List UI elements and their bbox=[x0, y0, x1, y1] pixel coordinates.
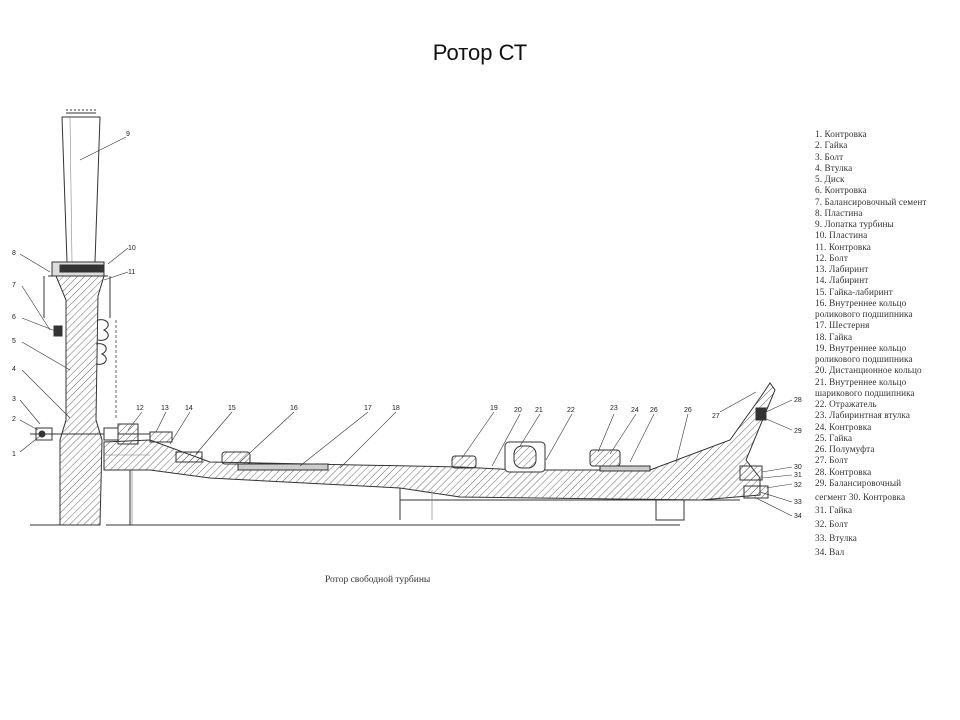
legend-item: 1. Контровка bbox=[815, 129, 867, 139]
legend-item: 20. Дистанционное кольцо bbox=[815, 365, 922, 376]
legend-item: 3. Болт bbox=[815, 151, 844, 162]
callout-label: 2 bbox=[12, 416, 16, 423]
callout-label: 13 bbox=[161, 405, 169, 412]
callout-label: 21 bbox=[535, 407, 543, 414]
legend-item: 32. Болт bbox=[815, 519, 848, 529]
legend-item: сегмент 30. Контровка bbox=[815, 491, 906, 502]
legend-item: 21. Внутреннее кольцо bbox=[815, 376, 907, 387]
disc-bolt-assembly bbox=[30, 423, 150, 445]
legend-item: 23. Лабиринтная втулка bbox=[815, 410, 911, 421]
legend-item: 4. Втулка bbox=[815, 162, 853, 173]
callout-label: 11 bbox=[128, 269, 135, 276]
coupling-flange bbox=[739, 407, 769, 499]
legend-item: 7. Балансировочный семент bbox=[815, 196, 927, 207]
legend-item: 34. Вал bbox=[815, 546, 845, 557]
page-title: Ротор СТ bbox=[432, 40, 528, 65]
callout-label: 31 bbox=[794, 472, 802, 479]
callout-label: 22 bbox=[567, 407, 575, 414]
legend-item: шарикового подшипника bbox=[815, 387, 915, 398]
callout-label: 8 bbox=[12, 250, 16, 257]
callout-label: 29 bbox=[794, 428, 802, 435]
callout-label: 32 bbox=[794, 482, 802, 489]
callout-label: 19 bbox=[490, 405, 498, 412]
legend-item: 16. Внутреннее кольцо bbox=[815, 297, 907, 308]
legend-item: 19. Внутреннее кольцо bbox=[815, 342, 907, 353]
callout-label: 4 bbox=[12, 366, 16, 373]
legend-item: 14. Лабиринт bbox=[815, 275, 869, 286]
legend-item: 17. Шестерня bbox=[815, 320, 870, 331]
turbine-disc bbox=[43, 275, 117, 526]
callout-label: 23 bbox=[610, 405, 618, 412]
legend-item: 29. Балансировочный bbox=[815, 477, 902, 488]
legend-item: 28. Контровка bbox=[815, 466, 872, 477]
legend-item: роликового подшипника bbox=[815, 309, 913, 319]
legend-item: 18. Гайка bbox=[815, 331, 853, 342]
callout-label: 12 bbox=[136, 405, 144, 412]
legend-item: 2. Гайка bbox=[815, 140, 848, 151]
callout-label: 20 bbox=[514, 407, 522, 414]
legend-item: 22. Отражатель bbox=[815, 399, 877, 409]
callout-label: 26 bbox=[684, 407, 692, 414]
blade-root-lock bbox=[48, 261, 108, 277]
callout-label: 27 bbox=[712, 413, 720, 420]
legend-item: 6. Контровка bbox=[815, 185, 867, 196]
callout-label: 16 bbox=[290, 405, 298, 412]
legend-item: 11. Контровка bbox=[815, 241, 871, 252]
legend-item: 10. Пластина bbox=[815, 230, 868, 241]
turbine-blade bbox=[61, 109, 101, 263]
drawing-caption: Ротор свободной турбины bbox=[325, 575, 431, 585]
callout-label: 18 bbox=[392, 405, 400, 412]
callout-label: 1 bbox=[12, 451, 16, 458]
legend-item: 26. Полумуфта bbox=[815, 444, 875, 454]
callout-label: 7 bbox=[12, 282, 16, 289]
callout-label: 9 bbox=[126, 131, 130, 138]
callout-leaders bbox=[19, 136, 793, 517]
legend-item: 25. Гайка bbox=[815, 432, 853, 443]
parts-legend: 1. Контровка 2. Гайка 3. Болт 4. Втулка … bbox=[815, 129, 960, 558]
legend-item: 15. Гайка-лабиринт bbox=[815, 286, 893, 297]
callout-label: 34 bbox=[794, 513, 802, 520]
callout-label: 28 bbox=[794, 397, 802, 404]
labyrinth-seals bbox=[149, 431, 203, 463]
legend-item: 13. Лабиринт bbox=[815, 264, 869, 274]
legend-item: 31. Гайка bbox=[815, 505, 853, 516]
callout-numbers: 1 2 3 4 5 6 7 8 9 10 11 12 13 14 15 16 1… bbox=[12, 131, 802, 520]
callout-label: 33 bbox=[794, 499, 802, 506]
legend-item: 12. Болт bbox=[815, 252, 848, 263]
callout-label: 26 bbox=[650, 407, 658, 414]
callout-label: 10 bbox=[128, 245, 136, 252]
callout-label: 6 bbox=[12, 314, 16, 321]
callout-label: 24 bbox=[631, 407, 639, 414]
legend-item: 9. Лопатка турбины bbox=[815, 219, 894, 229]
callout-label: 30 bbox=[794, 464, 802, 471]
callout-label: 15 bbox=[228, 405, 236, 412]
legend-item: роликового подшипника bbox=[815, 354, 913, 364]
callout-label: 5 bbox=[12, 338, 16, 345]
callout-label: 3 bbox=[12, 396, 16, 403]
legend-item: 33. Втулка bbox=[815, 532, 857, 543]
legend-item: 24. Контровка bbox=[815, 421, 872, 432]
callout-label: 17 bbox=[364, 405, 372, 412]
legend-item: 5. Диск bbox=[815, 174, 845, 184]
callout-label: 14 bbox=[185, 405, 193, 412]
legend-item: 8. Пластина bbox=[815, 207, 863, 218]
bearings-and-nuts bbox=[221, 441, 651, 473]
legend-item: 27. Болт bbox=[815, 455, 848, 466]
